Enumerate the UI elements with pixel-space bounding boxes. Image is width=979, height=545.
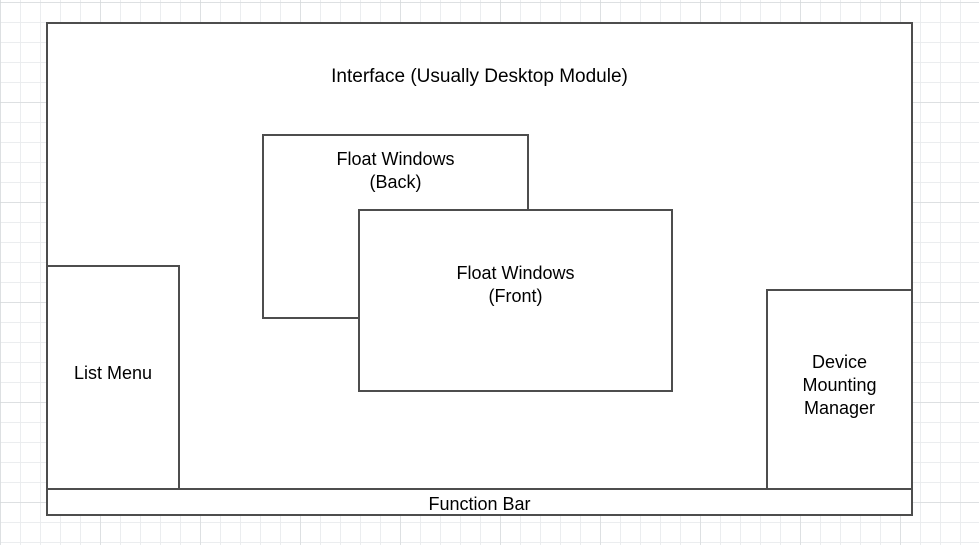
- device-mounting-manager-box[interactable]: Device Mounting Manager: [766, 289, 913, 490]
- list-menu-box[interactable]: List Menu: [46, 265, 180, 490]
- device-mounting-manager-label: Device Mounting Manager: [802, 352, 877, 419]
- float-windows-back-label: Float Windows (Back): [336, 149, 455, 193]
- function-bar-label: Function Bar: [428, 494, 531, 514]
- float-windows-front-box[interactable]: Float Windows (Front): [358, 209, 673, 392]
- interface-container-label: Interface (Usually Desktop Module): [331, 66, 628, 87]
- list-menu-label: List Menu: [73, 363, 153, 383]
- float-windows-front-label: Float Windows (Front): [456, 263, 575, 307]
- function-bar-box[interactable]: Function Bar: [46, 488, 913, 516]
